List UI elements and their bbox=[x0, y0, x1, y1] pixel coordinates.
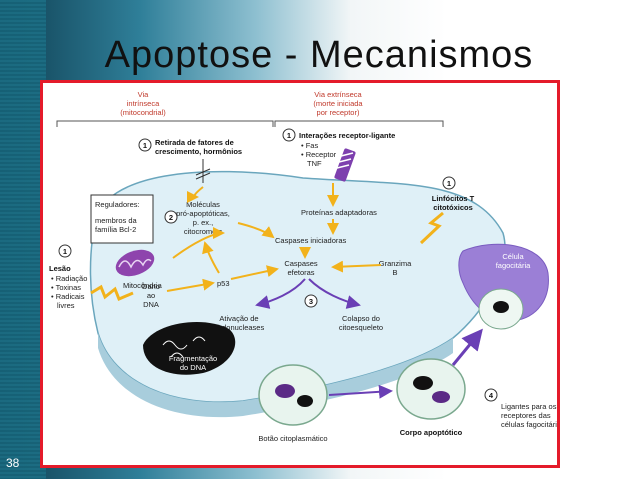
step-circle-lymphocyte: 1 bbox=[442, 176, 456, 190]
effector-caspases-line2: efetoras bbox=[287, 268, 314, 277]
cytoskeleton-line1: Colapso do bbox=[342, 314, 380, 323]
apoptosis-diagram: Via intrínseca (mitocondrial) Via extrín… bbox=[49, 90, 565, 443]
extrinsic-header-line2: (morte iniciada bbox=[313, 99, 363, 108]
t-lymphocytes-line1: Linfócitos T bbox=[432, 194, 475, 203]
slide-title: Apoptose - Mecanismos bbox=[104, 34, 534, 76]
bud-to-body-arrow bbox=[328, 384, 393, 399]
endonuclease-line1: Ativação de bbox=[219, 314, 258, 323]
dna-fragmentation-line1: Fragmentação bbox=[169, 354, 217, 363]
step-circle-caspase: 3 bbox=[304, 294, 318, 308]
dna-damage-line1: Dano bbox=[142, 282, 160, 291]
engulfed-body bbox=[478, 288, 524, 330]
injury-item-free: livres bbox=[57, 301, 75, 310]
pro-apoptotic-line2: pró-apoptóticas, bbox=[176, 209, 230, 218]
receptor-item-tnf: TNF bbox=[307, 159, 322, 168]
step-circle-growth: 1 bbox=[138, 138, 152, 152]
pathway-arrows bbox=[166, 183, 382, 292]
apoptotic-body bbox=[396, 358, 466, 420]
cytoplasmic-bud bbox=[258, 364, 328, 426]
cytoskeleton-line2: citoesqueleto bbox=[339, 323, 383, 332]
svg-text:2: 2 bbox=[169, 213, 173, 222]
extrinsic-header-line1: Via extrínseca bbox=[314, 90, 362, 99]
receptor-ligand-title: Interações receptor-ligante bbox=[299, 131, 395, 140]
mitochondrion-icon bbox=[115, 249, 155, 277]
injury-item-toxins: • Toxinas bbox=[51, 283, 81, 292]
svg-text:1: 1 bbox=[287, 131, 291, 140]
ligands-line3: células fagocitárias bbox=[501, 420, 557, 429]
cytoplasmic-bud-label: Botão citoplasmático bbox=[258, 434, 327, 443]
initiator-caspases-label: Caspases iniciadoras bbox=[275, 236, 347, 245]
growth-factor-label-line2: crescimento, hormônios bbox=[155, 147, 242, 156]
t-lymphocytes-line2: citotóxicos bbox=[433, 203, 473, 212]
caspase-output-arrows bbox=[255, 278, 361, 309]
svg-text:4: 4 bbox=[489, 391, 494, 400]
pro-apoptotic-line1: Moléculas bbox=[186, 200, 220, 209]
step-circle-receptor: 1 bbox=[282, 128, 296, 142]
intrinsic-header-line1: Via bbox=[138, 90, 150, 99]
mitochondria-label: Mitocôndria bbox=[123, 281, 163, 290]
injury-title: Lesão bbox=[49, 264, 71, 273]
fragmented-nucleus bbox=[143, 322, 236, 375]
adaptor-proteins-label: Proteínas adaptadoras bbox=[301, 208, 377, 217]
regulators-line3: família Bcl-2 bbox=[95, 225, 136, 234]
regulators-box bbox=[90, 194, 154, 244]
step-circle-phagocyte: 4 bbox=[484, 388, 498, 402]
intrinsic-header-line3: (mitocondrial) bbox=[120, 108, 166, 117]
injury-lightning-arrow bbox=[90, 284, 134, 301]
injury-item-radiation: • Radiação bbox=[51, 274, 87, 283]
pro-apoptotic-line4: citocromo c bbox=[184, 227, 223, 236]
effector-caspases-line1: Caspases bbox=[284, 259, 318, 268]
p53-label: p53 bbox=[217, 279, 230, 288]
regulators-line1: Reguladores: bbox=[95, 200, 140, 209]
svg-text:1: 1 bbox=[63, 247, 67, 256]
step-circle-mitochondria: 2 bbox=[164, 210, 178, 224]
dna-damage-line3: DNA bbox=[143, 300, 159, 309]
ligands-line1: Ligantes para os bbox=[501, 402, 557, 411]
apoptotic-body-label: Corpo apoptótico bbox=[400, 428, 463, 437]
injury-item-radicals: • Radicais bbox=[51, 292, 85, 301]
growth-factor-label-line1: Retirada de fatores de bbox=[155, 138, 234, 147]
diagram-frame: Via intrínseca (mitocondrial) Via extrín… bbox=[40, 80, 565, 468]
receptor-item-receptor: • Receptor bbox=[301, 150, 337, 159]
intrinsic-bracket bbox=[56, 120, 274, 127]
svg-text:1: 1 bbox=[447, 179, 451, 188]
pro-apoptotic-line3: p. ex., bbox=[193, 218, 213, 227]
dna-fragmentation-line2: do DNA bbox=[180, 363, 206, 372]
phagocyte-line1: Célula bbox=[502, 252, 524, 261]
extrinsic-header-line3: por receptor) bbox=[317, 108, 360, 117]
svg-text:3: 3 bbox=[309, 297, 313, 306]
phagocyte-line2: fagocitária bbox=[496, 261, 531, 270]
receptor-item-fas: • Fas bbox=[301, 141, 318, 150]
granzyme-line2: B bbox=[392, 268, 397, 277]
page-number: 38 bbox=[6, 456, 20, 470]
lymphocyte-lightning-arrow bbox=[419, 211, 444, 245]
extrinsic-bracket bbox=[274, 120, 444, 127]
slide-side-band bbox=[0, 0, 46, 479]
blocked-signal-marks bbox=[195, 168, 211, 180]
endonuclease-line2: endonucleases bbox=[214, 323, 265, 332]
step-circle-injury: 1 bbox=[58, 244, 72, 258]
svg-text:1: 1 bbox=[143, 141, 147, 150]
ligands-line2: receptores das bbox=[501, 411, 551, 420]
intrinsic-header-line2: intrínseca bbox=[127, 99, 160, 108]
body-to-phagocyte-arrow bbox=[451, 328, 483, 366]
dna-damage-line2: ao bbox=[147, 291, 155, 300]
granzyme-line1: Granzima bbox=[379, 259, 412, 268]
receptor-icon bbox=[332, 148, 356, 182]
regulators-line2: membros da bbox=[95, 216, 138, 225]
